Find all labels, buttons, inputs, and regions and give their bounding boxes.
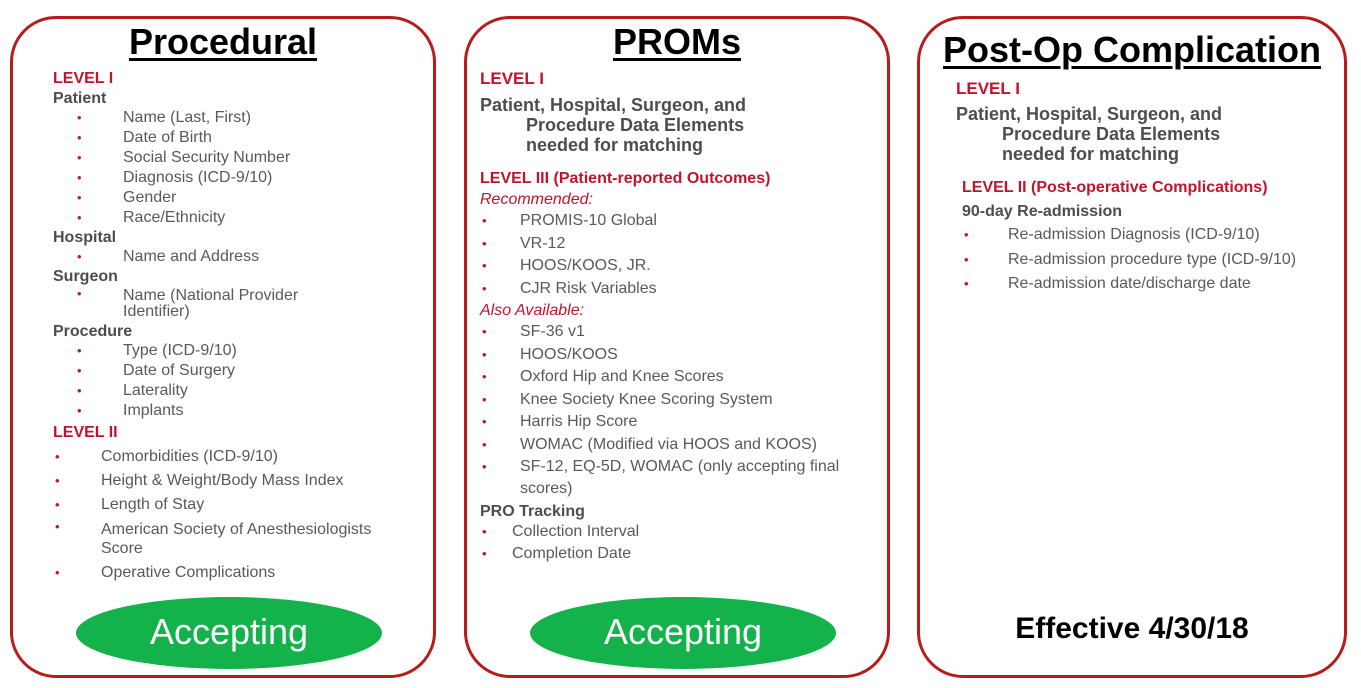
list-item: Harris Hip Score [480,411,879,434]
effective-date: Effective 4/30/18 [1015,612,1249,645]
list-item: Social Security Number [53,148,423,168]
list-item: Name and Address [53,247,423,267]
list-item: Oxford Hip and Knee Scores [480,366,879,389]
procedural-level1-label: LEVEL I [53,70,114,87]
list-item: Completion Date [480,543,879,565]
postop-level1-line3: needed for matching [1002,144,1180,164]
procedural-accepting-button[interactable]: Accepting [76,597,382,669]
procedural-card: Procedural LEVEL I Patient Name (Last, F… [10,16,436,678]
postop-card: Post-Op Complication LEVEL I Patient, Ho… [917,16,1347,678]
list-item: Length of Stay [53,493,423,517]
list-item: Laterality [53,381,423,401]
proms-level1-line1: Patient, Hospital, Surgeon, and [480,95,747,115]
list-item: American Society of Anesthesiologists Sc… [53,517,423,561]
list-item: SF-36 v1 [480,321,879,344]
procedure-list: Type (ICD-9/10) Date of Surgery Laterali… [53,341,423,421]
recommended-heading: Recommended: [480,191,593,208]
procedure-heading: Procedure [53,323,133,340]
also-available-list: SF-36 v1 HOOS/KOOS Oxford Hip and Knee S… [480,321,879,500]
list-item: Name (National Provider Identifier) [53,286,423,322]
list-item: Re-admission date/discharge date [962,272,1338,297]
proms-level3-label: LEVEL III (Patient-reported Outcomes) [480,170,771,187]
hospital-list: Name and Address [53,247,423,267]
patient-list: Name (Last, First) Date of Birth Social … [53,108,423,228]
list-item: WOMAC (Modified via HOOS and KOOS) [480,434,879,457]
postop-level1-line1: Patient, Hospital, Surgeon, and [956,104,1223,124]
postop-content: LEVEL I Patient, Hospital, Surgeon, and … [956,79,1338,297]
postop-title: Post-Op Complication [943,29,1321,70]
list-item: HOOS/KOOS [480,344,879,367]
proms-level1-label: LEVEL I [480,69,544,88]
list-item: Diagnosis (ICD-9/10) [53,168,423,188]
pro-tracking-list: Collection Interval Completion Date [480,521,879,565]
readmission-list: Re-admission Diagnosis (ICD-9/10) Re-adm… [956,223,1338,297]
readmission-heading: 90-day Re-admission [962,203,1123,220]
list-item: Collection Interval [480,521,879,543]
postop-level2-label: LEVEL II (Post-operative Complications) [962,179,1268,196]
list-item: Gender [53,188,423,208]
pro-tracking-heading: PRO Tracking [480,503,585,520]
level2-list: Comorbidities (ICD-9/10) Height & Weight… [53,445,423,585]
list-item: Date of Surgery [53,361,423,381]
list-item: Re-admission Diagnosis (ICD-9/10) [962,223,1338,248]
proms-level1-text: Patient, Hospital, Surgeon, and Procedur… [480,95,879,155]
procedural-level2-label: LEVEL II [53,424,118,441]
surgeon-heading: Surgeon [53,268,118,285]
also-available-heading: Also Available: [480,302,585,319]
list-item: HOOS/KOOS, JR. [480,255,879,278]
surgeon-list: Name (National Provider Identifier) [53,286,423,322]
list-item: Name (Last, First) [53,108,423,128]
list-item: Comorbidities (ICD-9/10) [53,445,423,469]
postop-level1-label: LEVEL I [956,79,1020,98]
list-item: Operative Complications [53,561,423,585]
list-item: Implants [53,401,423,421]
list-item: Height & Weight/Body Mass Index [53,469,423,493]
list-item: CJR Risk Variables [480,278,879,301]
list-item: Date of Birth [53,128,423,148]
list-item: Knee Society Knee Scoring System [480,389,879,412]
postop-level1-line2: Procedure Data Elements [1002,124,1221,144]
postop-level1-text: Patient, Hospital, Surgeon, and Procedur… [956,104,1338,164]
proms-level1-line2: Procedure Data Elements [526,115,745,135]
recommended-list: PROMIS-10 Global VR-12 HOOS/KOOS, JR. CJ… [480,210,879,300]
list-item: VR-12 [480,233,879,256]
list-item: Race/Ethnicity [53,208,423,228]
proms-card: PROMs LEVEL I Patient, Hospital, Surgeon… [464,16,890,678]
proms-title: PROMs [612,21,742,62]
list-item: Re-admission procedure type (ICD-9/10) [962,248,1338,273]
list-item: PROMIS-10 Global [480,210,879,233]
proms-level1-line3: needed for matching [526,135,704,155]
procedural-title: Procedural [128,21,318,62]
patient-heading: Patient [53,90,107,107]
procedural-content: LEVEL I Patient Name (Last, First) Date … [53,69,423,585]
proms-content: LEVEL I Patient, Hospital, Surgeon, and … [480,69,879,565]
hospital-heading: Hospital [53,229,117,246]
proms-accepting-button[interactable]: Accepting [530,597,836,669]
list-item: Type (ICD-9/10) [53,341,423,361]
list-item: SF-12, EQ-5D, WOMAC (only accepting fina… [480,456,879,500]
